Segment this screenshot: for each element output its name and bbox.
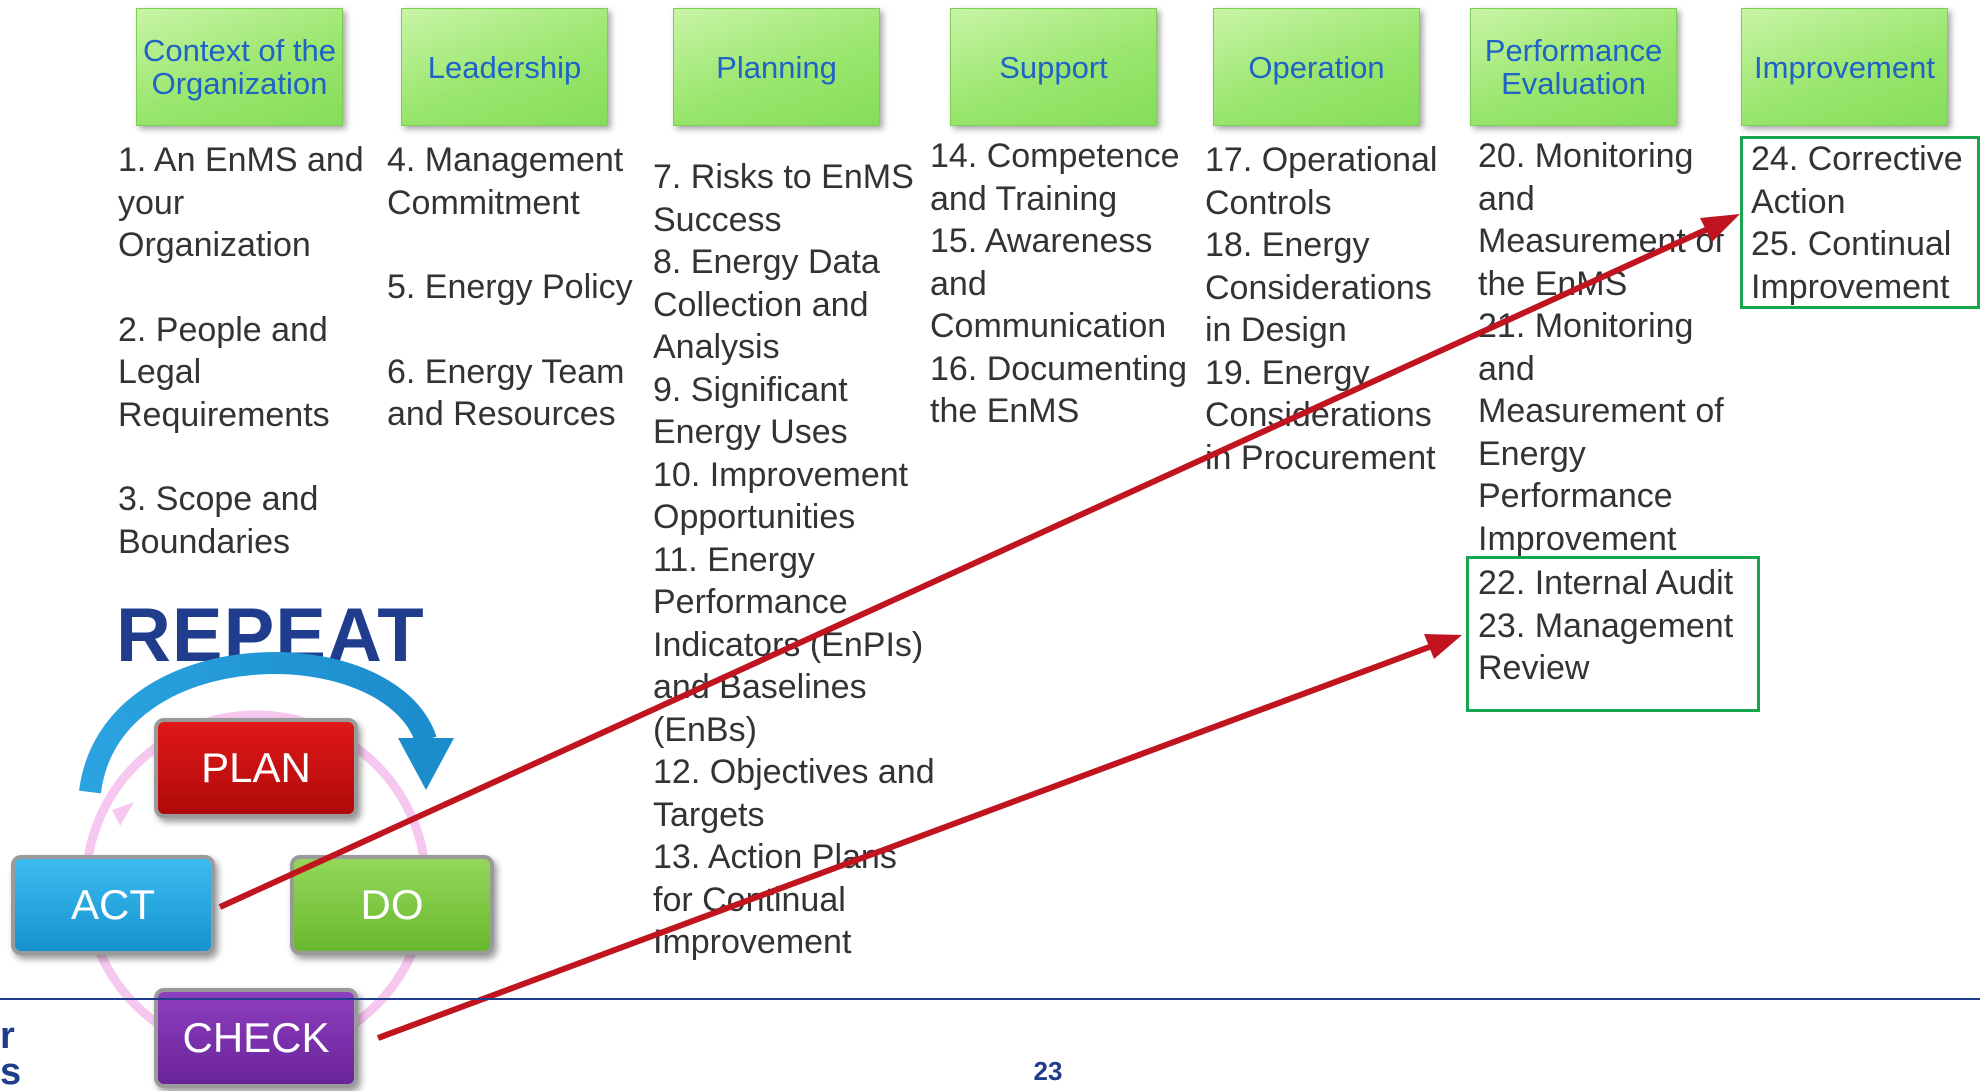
header-performance-evaluation: Performance Evaluation bbox=[1470, 8, 1677, 126]
header-operation: Operation bbox=[1213, 8, 1420, 126]
column-operation: 17. Operational Controls 18. Energy Cons… bbox=[1205, 139, 1460, 479]
list-item: 8. Energy Data Collection and Analysis bbox=[653, 243, 880, 366]
list-item: 22. Internal Audit bbox=[1478, 564, 1734, 602]
list-item: 7. Risks to EnMS Success bbox=[653, 158, 914, 239]
list-item: 17. Operational Controls bbox=[1205, 141, 1438, 222]
repeat-arc bbox=[79, 652, 437, 794]
list-item: 10. Improvement Opportunities bbox=[653, 455, 909, 537]
column-support: 14. Competence and Training 15. Awarenes… bbox=[930, 135, 1205, 433]
list-item: 19. Energy Considerations in Procurement bbox=[1205, 353, 1436, 477]
column-planning: 7. Risks to EnMS Success 8. Energy Data … bbox=[653, 156, 941, 964]
list-item: 23. Management Review bbox=[1478, 606, 1734, 688]
column-context: 1. An EnMS and your Organization 2. Peop… bbox=[118, 139, 383, 563]
check-items-box bbox=[1466, 556, 1760, 712]
header-planning: Planning bbox=[673, 8, 880, 126]
act-items-box bbox=[1740, 136, 1980, 309]
check-to-review-arrow bbox=[376, 643, 1434, 1041]
list-item: 11. Energy Performance Indicators (EnPIs… bbox=[653, 540, 924, 749]
footer-divider bbox=[0, 998, 1980, 1000]
list-item: 18. Energy Considerations in Design bbox=[1205, 226, 1432, 349]
repeat-arrowhead bbox=[398, 738, 454, 790]
header-leadership: Leadership bbox=[401, 8, 608, 126]
column-leadership: 4. Management Commitment 5. Energy Polic… bbox=[387, 139, 647, 436]
plan-box: PLAN bbox=[154, 718, 358, 818]
list-item: 24. Corrective Action bbox=[1751, 140, 1963, 221]
list-item: 6. Energy Team and Resources bbox=[387, 352, 625, 434]
list-item: 2. People and Legal Requirements bbox=[118, 310, 330, 434]
act-arrowhead bbox=[1700, 214, 1740, 242]
list-item: 1. An EnMS and your Organization bbox=[118, 141, 364, 264]
check-box: CHECK bbox=[154, 988, 358, 1088]
logo: r s bbox=[0, 1018, 22, 1088]
column-improvement: 24. Corrective Action 25. Continual Impr… bbox=[1751, 138, 1977, 308]
list-item: 9. Significant Energy Uses bbox=[653, 370, 848, 452]
act-box: ACT bbox=[11, 855, 215, 955]
ring-arrowhead bbox=[112, 802, 134, 826]
column-performance-evaluation: 20. Monitoring and Measurement of the En… bbox=[1478, 135, 1740, 560]
list-item: 21. Monitoring and Measurement of Energy… bbox=[1478, 307, 1724, 558]
header-support: Support bbox=[950, 8, 1157, 126]
header-context: Context of the Organization bbox=[136, 8, 343, 126]
check-arrowhead bbox=[1424, 634, 1462, 659]
list-item: 15. Awareness and Communication bbox=[930, 222, 1167, 345]
act-to-improvement-arrow bbox=[218, 225, 1712, 910]
page-number: 23 bbox=[1033, 1056, 1063, 1086]
list-item: 4. Management Commitment bbox=[387, 141, 624, 222]
list-item: 25. Continual Improvement bbox=[1751, 225, 1952, 306]
do-box: DO bbox=[290, 855, 494, 955]
list-item: 13. Action Plans for Continual Improveme… bbox=[653, 838, 897, 961]
list-item: 16. Documenting the EnMS bbox=[930, 349, 1188, 431]
column-performance-boxed: 22. Internal Audit 23. Management Review bbox=[1478, 562, 1753, 690]
header-improvement: Improvement bbox=[1741, 8, 1948, 126]
list-item: 5. Energy Policy bbox=[387, 268, 633, 306]
list-item: 14. Competence and Training bbox=[930, 137, 1180, 218]
list-item: 3. Scope and Boundaries bbox=[118, 480, 319, 561]
list-item: 12. Objectives and Targets bbox=[653, 753, 935, 834]
